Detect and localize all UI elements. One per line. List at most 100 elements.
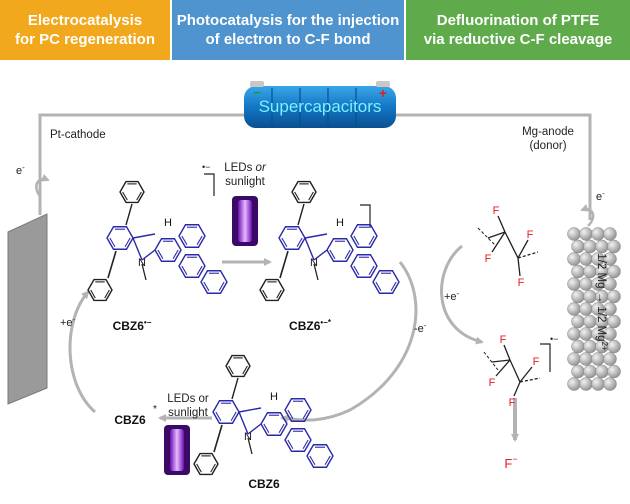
ptfe-f1: F	[493, 205, 500, 217]
mg-atom	[595, 239, 609, 254]
mg-atom	[571, 339, 585, 354]
cbz6-radical-label: CBZ6	[113, 319, 145, 333]
led-bottom-sunlight: sunlight	[168, 407, 208, 419]
cbz6-ground-structure: NH	[193, 354, 334, 476]
hydrogen-label: H	[336, 217, 344, 229]
ring-far-right	[372, 270, 400, 294]
mg-atom	[571, 239, 585, 254]
nitrogen-label: N	[244, 431, 252, 443]
mg-atom	[607, 264, 621, 279]
arrow-regeneration	[68, 290, 96, 414]
phenyl-top	[225, 354, 251, 378]
ring-mid	[326, 238, 354, 262]
mg-atom	[583, 339, 597, 354]
mg-atom	[603, 252, 617, 266]
cathode-electron-label: e	[16, 165, 22, 177]
ring-upper-right	[350, 224, 378, 248]
radical-dot-top: •−	[202, 162, 210, 172]
ring-far-right	[306, 444, 334, 468]
ring-lower-right	[178, 254, 206, 278]
banner-defluor-line1: Defluorination of PTFE	[436, 12, 600, 29]
ring-mid	[260, 412, 288, 436]
ptfe-radical-anion-mark: •−	[550, 334, 558, 344]
banner-photo-line2: of electron to C-F bond	[205, 31, 371, 48]
mg-atom	[567, 352, 581, 366]
phenyl-bottom	[259, 278, 285, 302]
arrow-ptfe-reduction	[440, 244, 484, 345]
cbz6-excited-sup: •−*	[320, 318, 331, 327]
ring-mid	[154, 238, 182, 262]
ring-left	[106, 226, 134, 250]
ring-left	[278, 226, 306, 250]
mg-atom	[567, 277, 581, 291]
mg-atom	[607, 289, 621, 304]
svg-text:CBZ6•−*: CBZ6•−*	[289, 318, 332, 333]
ring-upper-right	[284, 398, 312, 422]
battery-plus-sign: +	[379, 85, 387, 101]
mg-atom	[583, 289, 597, 304]
battery-minus-sign: −	[253, 85, 261, 100]
mg-atom	[603, 302, 617, 316]
mg-atom	[607, 364, 621, 379]
arrow-electron-transfer	[280, 261, 418, 423]
mg-atom	[571, 364, 585, 379]
mg-atom	[579, 302, 593, 316]
mg-atom	[579, 227, 593, 241]
plus-e-mid-sup: -	[457, 289, 460, 298]
mg-atom	[603, 227, 617, 241]
led-lamp-top	[232, 196, 258, 246]
phenyl-bottom	[193, 452, 219, 476]
anode-reaction-superscript: 2+	[600, 342, 609, 351]
mg-atom	[579, 277, 593, 291]
pt-cathode-plate	[7, 213, 48, 405]
fluoride-label: F	[504, 456, 512, 471]
minus-e-label: -e	[414, 323, 424, 335]
nitrogen-label: N	[310, 257, 318, 269]
mg-atom	[567, 377, 581, 391]
ptfe-f4: F	[518, 277, 525, 289]
svg-text:+e-: +e-	[444, 289, 460, 303]
ptfe-f3: F	[527, 229, 534, 241]
mg-anode	[567, 227, 621, 391]
svg-text:e-: e-	[16, 163, 25, 177]
plus-e-left: +e	[60, 317, 73, 329]
ring-lower-right	[350, 254, 378, 278]
anode-electron-arrow	[580, 204, 595, 227]
cbz6-radical-sup: •−	[144, 318, 152, 327]
svg-text:-e-: -e-	[414, 321, 427, 335]
mg-atom	[607, 314, 621, 329]
ring-left	[212, 400, 240, 424]
mg-atom	[591, 227, 605, 241]
radical-bracket-top	[204, 173, 215, 196]
radical-bracket-excited	[360, 204, 371, 228]
ptfe-f2: F	[485, 253, 492, 265]
mg-atom	[579, 327, 593, 341]
plus-e-mid: +e	[444, 291, 457, 303]
fluoride-ion: F−	[504, 454, 517, 471]
mg-atom	[603, 352, 617, 366]
anode-electron-sup: -	[602, 189, 605, 198]
nitrogen-label: N	[138, 257, 146, 269]
mg-atom	[579, 252, 593, 266]
mg-atom	[595, 364, 609, 379]
ptfe-fragment: F F F F	[477, 205, 539, 289]
mg-atom	[583, 264, 597, 279]
mg-atom	[583, 364, 597, 379]
cbz6-excited-structure: NH	[259, 180, 400, 302]
anode-reaction: 1/2 Mg → 1/2 Mg2+	[595, 253, 609, 351]
svg-text:e-: e-	[596, 189, 605, 203]
ring-upper-right	[178, 224, 206, 248]
led-top-label: LEDs	[224, 162, 252, 174]
fluoride-sup: −	[512, 454, 517, 464]
cathode-electron-arrow	[35, 174, 50, 197]
mg-atom	[591, 352, 605, 366]
anode-reaction-text: 1/2 Mg → 1/2 Mg	[595, 253, 607, 341]
mg-atom	[607, 339, 621, 354]
svg-text:CBZ6•−: CBZ6•−	[113, 318, 152, 333]
anode-electron-label: e	[596, 191, 602, 203]
plus-e-left-sup: -	[73, 315, 76, 324]
mg-atom	[579, 377, 593, 391]
mg-atom	[571, 264, 585, 279]
